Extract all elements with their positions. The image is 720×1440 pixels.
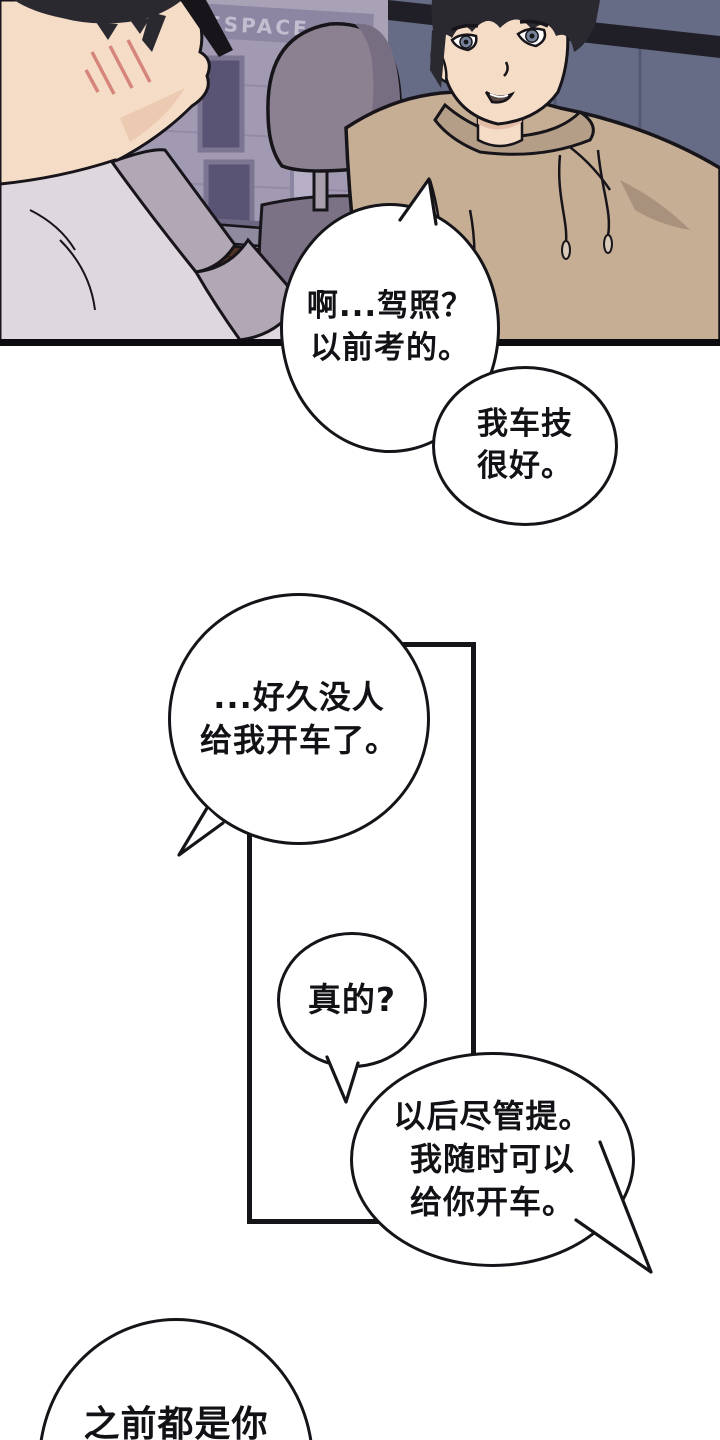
- bubble-4-line-1: 真的?: [307, 979, 397, 1019]
- top-panel: ESPACE: [0, 0, 720, 346]
- eye-pupil: [463, 39, 469, 45]
- bubble-2-line-1: 我车技: [477, 406, 573, 443]
- hoodie-shade: [620, 180, 690, 230]
- hoodie-drawstrings: [558, 149, 611, 243]
- sideburn: [142, 12, 166, 52]
- speech-bubble-6-text: 之前都是你: [83, 1401, 268, 1440]
- shirt-collar-flap: [193, 237, 302, 342]
- teeth-hint: [489, 93, 509, 98]
- speech-bubble-5: 以后尽管提。 我随时可以 给你开车。: [350, 1052, 635, 1267]
- speech-bubble-1-text: 啊...驾照？ 以前考的。: [307, 286, 473, 369]
- hair-spike: [130, 18, 150, 34]
- bubble-3-line-2: 给我开车了。: [199, 721, 398, 759]
- speech-bubble-3-text: ...好久没人 给我开车了。: [200, 676, 398, 762]
- drawstring-aglet: [603, 234, 613, 254]
- speech-bubble-2-text: 我车技 很好。: [477, 404, 573, 487]
- shirt-fold-lines: [29, 209, 96, 311]
- eye-pupil: [529, 33, 535, 39]
- hair-spike: [96, 22, 118, 40]
- speech-bubble-3: ...好久没人 给我开车了。: [168, 593, 430, 845]
- nose-line: [503, 61, 509, 77]
- bubble-5-line-3: 给你开车。: [409, 1182, 575, 1221]
- panel-illustration: ESPACE: [0, 0, 720, 346]
- speech-bubble-4-text: 真的?: [308, 978, 396, 1022]
- bubble-6-line-1: 之前都是你: [83, 1404, 269, 1440]
- bubble-1-line-1: 啊...驾照？: [306, 288, 474, 325]
- left-character-hair: [14, 0, 182, 24]
- side-hair: [430, 30, 446, 88]
- glasses-temple: [180, 0, 233, 57]
- bubble-3-line-1: ...好久没人: [213, 678, 385, 717]
- drawstring-aglet: [561, 240, 571, 260]
- bubble-1-line-2: 以前考的。: [310, 330, 470, 366]
- speech-bubble-2: 我车技 很好。: [432, 366, 618, 526]
- bubble-5-line-2: 我随时可以: [409, 1140, 575, 1179]
- speech-bubble-5-text: 以后尽管提。 我随时可以 给你开车。: [393, 1095, 591, 1224]
- blush-lines: [84, 39, 152, 95]
- right-character-hair: [431, 0, 600, 52]
- bubble-5-line-1: 以后尽管提。: [393, 1097, 592, 1136]
- eyebrows: [451, 19, 549, 32]
- eyes: [450, 27, 547, 52]
- speech-bubble-4: 真的?: [277, 932, 427, 1068]
- speech-bubble-6: 之前都是你: [38, 1318, 314, 1440]
- jaw-shadow: [120, 88, 185, 142]
- bubble-2-line-2: 很好。: [477, 448, 573, 484]
- left-character: [0, 0, 346, 346]
